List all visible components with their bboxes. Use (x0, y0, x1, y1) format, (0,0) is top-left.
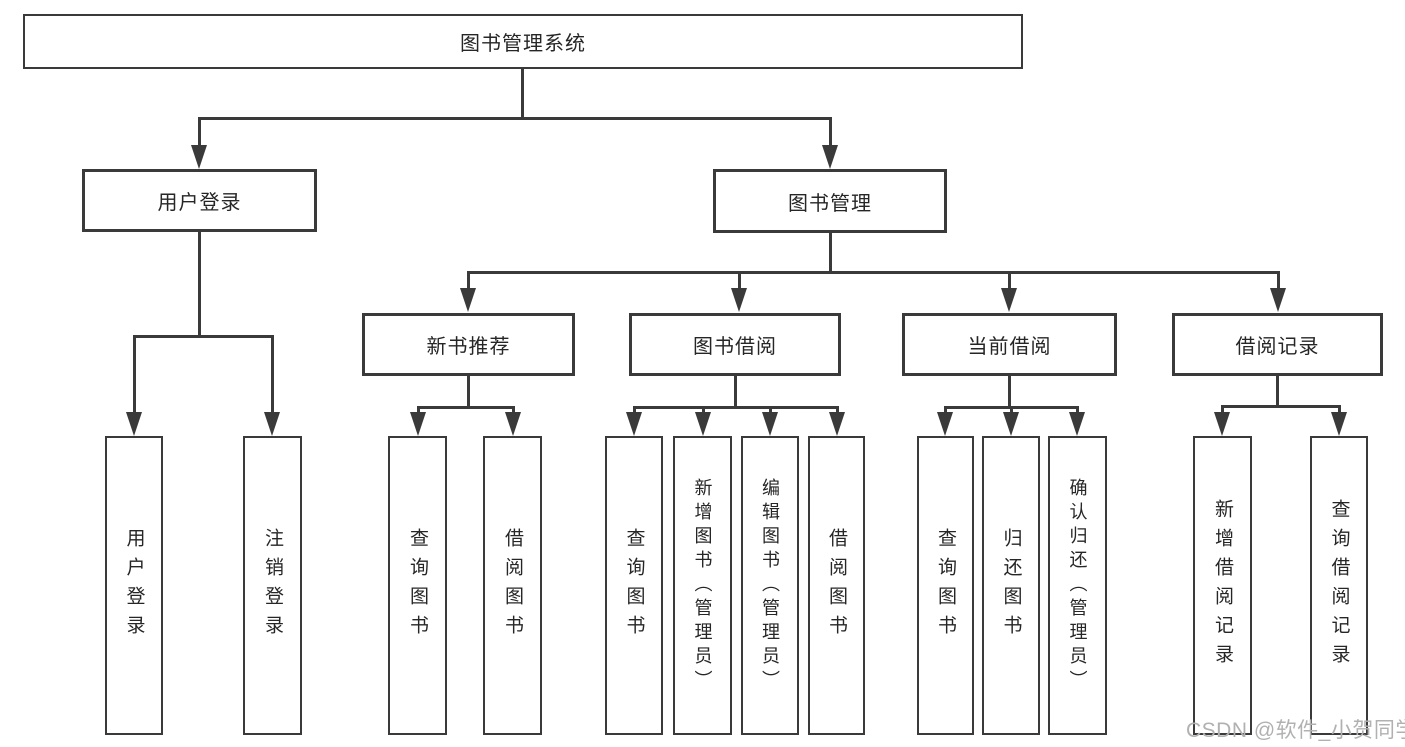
node-leaf-confirm-return-label: 确认归还（管理员） (1067, 477, 1088, 694)
node-leaf-query-book-borrow-label: 查询图书 (623, 527, 645, 644)
node-leaf-return-book: 归还图书 (982, 436, 1040, 735)
arrowhead-book-mgmt (822, 145, 838, 169)
node-book-borrow: 图书借阅 (629, 313, 841, 376)
node-leaf-add-borrow-record-label: 新增借阅记录 (1212, 498, 1233, 673)
connector-to-leaf-add-record (1221, 405, 1224, 416)
arrowhead-leaf-confirm-return (1069, 412, 1085, 436)
connector-to-book-borrow (738, 271, 741, 289)
node-current-borrow: 当前借阅 (902, 313, 1117, 376)
arrowhead-user-login (191, 145, 207, 169)
connector-to-leaf-borrow-newrec (512, 406, 515, 416)
connector-to-leaf-confirm-return (1076, 406, 1079, 416)
arrowhead-current-borrow (1001, 288, 1017, 312)
connector-current-borrow-drop (1008, 376, 1011, 409)
arrowhead-leaf-edit-book (762, 412, 778, 436)
node-book-mgmt-label: 图书管理 (788, 192, 872, 215)
connector-book-mgmt-drop (829, 233, 832, 274)
node-leaf-query-book-current-label: 查询图书 (935, 527, 956, 644)
node-leaf-query-book-borrow: 查询图书 (605, 436, 663, 735)
node-leaf-logout-label: 注销登录 (262, 527, 283, 644)
node-user-login: 用户登录 (82, 169, 317, 232)
node-new-book-rec-label: 新书推荐 (426, 336, 511, 358)
connector-to-leaf-borrow-book (836, 406, 839, 416)
connector-to-leaf-query-current (944, 406, 947, 416)
arrowhead-leaf-return-book (1003, 412, 1019, 436)
connector-to-leaf-add-book (702, 406, 705, 416)
connector-to-current-borrow (1008, 271, 1011, 289)
connector-borrow-records-drop (1276, 376, 1279, 408)
arrowhead-book-borrow (731, 288, 747, 312)
node-leaf-query-book-newrec: 查询图书 (388, 436, 447, 735)
connector-to-leaf-logout (271, 335, 274, 415)
node-leaf-borrow-book-newrec: 借阅图书 (483, 436, 542, 735)
node-leaf-edit-book: 编辑图书（管理员） (741, 436, 799, 735)
arrowhead-leaf-borrow-book (829, 412, 845, 436)
node-book-borrow-label: 图书借阅 (693, 336, 777, 358)
node-leaf-add-book-label: 新增图书（管理员） (692, 477, 713, 694)
connector-root-split (198, 117, 832, 120)
node-leaf-query-borrow-record: 查询借阅记录 (1310, 436, 1368, 735)
arrowhead-new-book-rec (460, 288, 476, 312)
arrowhead-borrow-records (1270, 288, 1286, 312)
arrowhead-leaf-query-record (1331, 412, 1347, 436)
connector-borrow-records-split (1221, 405, 1341, 408)
node-leaf-add-book: 新增图书（管理员） (673, 436, 732, 735)
connector-to-book-mgmt (829, 117, 832, 149)
connector-user-login-drop (198, 232, 201, 338)
node-root-label: 图书管理系统 (460, 33, 586, 55)
connector-to-leaf-query-borrow (633, 406, 636, 416)
node-leaf-add-borrow-record: 新增借阅记录 (1193, 436, 1252, 735)
connector-to-leaf-edit-book (769, 406, 772, 416)
connector-user-login-split (133, 335, 274, 338)
connector-to-leaf-return-book (1010, 406, 1013, 416)
node-current-borrow-label: 当前借阅 (967, 336, 1052, 358)
connector-new-book-rec-split (417, 406, 515, 409)
node-leaf-borrow-book-borrow-label: 借阅图书 (826, 527, 847, 644)
node-borrow-records-label: 借阅记录 (1235, 336, 1320, 358)
connector-to-borrow-records (1277, 271, 1280, 289)
arrowhead-leaf-user-login (126, 412, 142, 436)
connector-to-leaf-user-login (133, 335, 136, 415)
node-leaf-user-login-label: 用户登录 (123, 527, 145, 644)
node-root: 图书管理系统 (23, 14, 1023, 69)
connector-to-user-login (198, 117, 201, 149)
node-leaf-return-book-label: 归还图书 (1000, 527, 1022, 644)
arrowhead-leaf-query-current (937, 412, 953, 436)
node-leaf-borrow-book-newrec-label: 借阅图书 (502, 527, 523, 644)
node-book-mgmt: 图书管理 (713, 169, 947, 233)
arrowhead-leaf-query-newrec (410, 412, 426, 436)
node-leaf-confirm-return: 确认归还（管理员） (1048, 436, 1107, 735)
connector-book-borrow-drop (734, 376, 737, 409)
node-borrow-records: 借阅记录 (1172, 313, 1383, 376)
arrowhead-leaf-logout (264, 412, 280, 436)
connector-book-mgmt-split (467, 271, 1279, 274)
arrowhead-leaf-query-borrow (626, 412, 642, 436)
connector-to-new-book-rec (467, 271, 470, 289)
node-leaf-query-book-newrec-label: 查询图书 (407, 527, 428, 644)
node-user-login-label: 用户登录 (157, 192, 242, 214)
node-leaf-logout: 注销登录 (243, 436, 302, 735)
node-new-book-rec: 新书推荐 (362, 313, 575, 376)
node-leaf-query-borrow-record-label: 查询借阅记录 (1328, 498, 1350, 673)
arrowhead-leaf-borrow-newrec (505, 412, 521, 436)
connector-to-leaf-query-record (1338, 405, 1341, 416)
node-leaf-user-login: 用户登录 (105, 436, 163, 735)
connector-book-borrow-split (633, 406, 839, 409)
node-leaf-edit-book-label: 编辑图书（管理员） (760, 477, 780, 694)
connector-to-leaf-query-newrec (417, 406, 420, 416)
arrowhead-leaf-add-book (695, 412, 711, 436)
connector-new-book-rec-drop (467, 376, 470, 409)
connector-root-drop (521, 67, 524, 118)
arrowhead-leaf-add-record (1214, 412, 1230, 436)
watermark: CSDN @软件_小贺同学 (1186, 719, 1405, 742)
node-leaf-query-book-current: 查询图书 (917, 436, 974, 735)
node-leaf-borrow-book-borrow: 借阅图书 (808, 436, 865, 735)
